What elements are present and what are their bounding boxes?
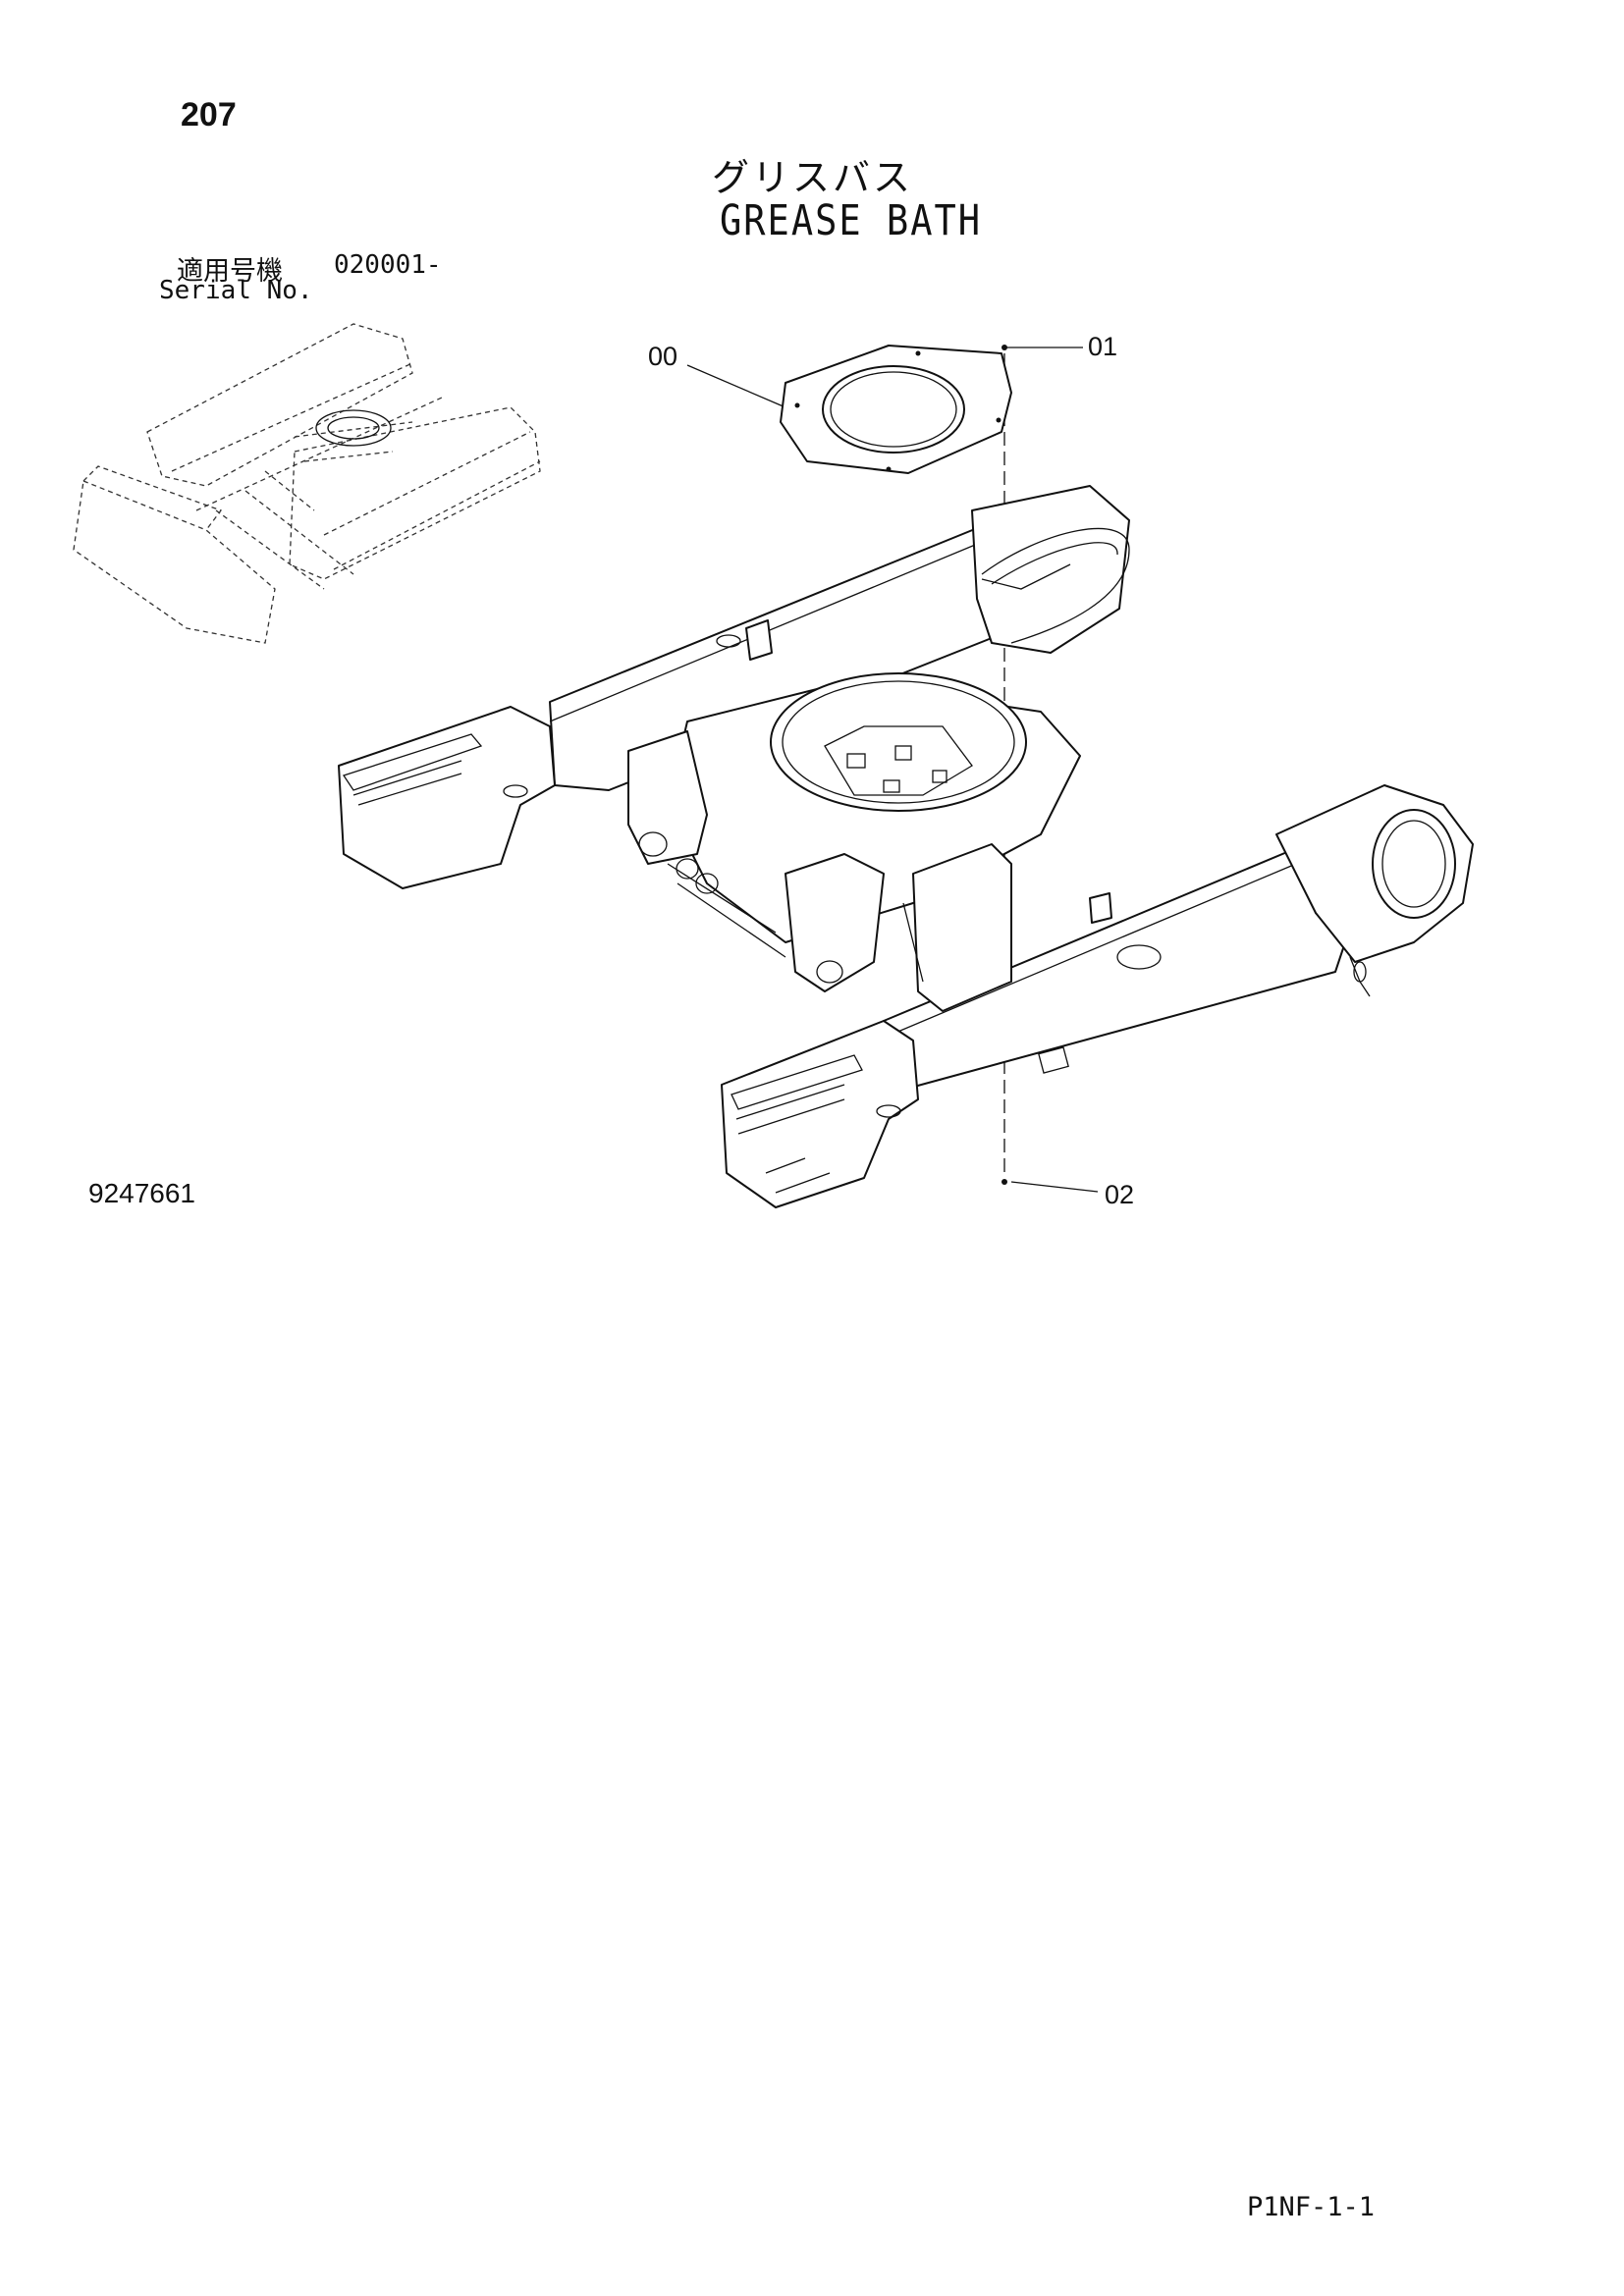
title-english: GREASE BATH [720, 196, 983, 245]
drawing-number: 9247661 [88, 1178, 196, 1208]
machine-locator-icon [73, 323, 541, 644]
undercarriage-track-frame-drawing [338, 485, 1474, 1208]
footer-code: P1NF-1-1 [1247, 2192, 1376, 2222]
grease-bath-plate [780, 345, 1012, 474]
callout-01: 01 [1088, 332, 1118, 361]
serial-label-english: Serial No. [159, 276, 313, 305]
serial-label-japanese: 適用号機 [177, 256, 283, 287]
callout-00: 00 [648, 342, 678, 371]
title-japanese: グリスバス [712, 156, 914, 199]
callout-02: 02 [1105, 1180, 1135, 1209]
page-number: 207 [181, 96, 237, 133]
serial-number-value: 020001- [334, 250, 442, 280]
